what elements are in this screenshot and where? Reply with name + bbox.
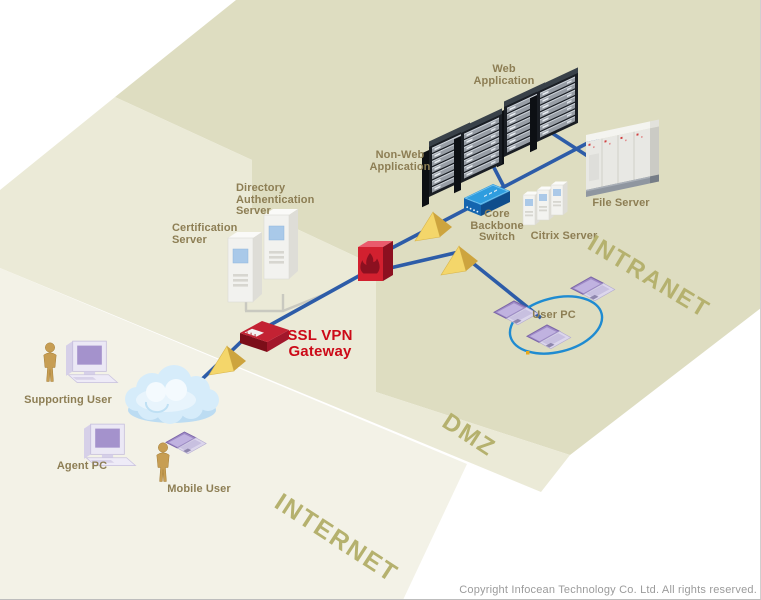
ssl-vpn-gateway-icon xyxy=(240,321,289,352)
firewall-icon xyxy=(358,241,393,281)
directory-auth-server-label: Directory Authentication Server xyxy=(236,182,315,217)
web-application-label: Web Application xyxy=(473,63,535,87)
supporting-user-label: Supporting User xyxy=(24,394,112,406)
citrix-server-label: Citrix Server xyxy=(530,230,598,242)
agent-pc-label: Agent PC xyxy=(56,460,108,472)
file-server-label: File Server xyxy=(592,197,650,209)
internet-cloud-icon xyxy=(125,365,219,424)
ssl-vpn-gateway-label: SSL VPN Gateway xyxy=(287,327,353,360)
directory-auth-server-icon xyxy=(263,208,299,280)
mobile-user-label: Mobile User xyxy=(167,483,231,495)
file-server-icon xyxy=(586,119,659,197)
core-backbone-switch-label: Core Backbone Switch xyxy=(470,208,524,243)
core-backbone-switch-icon xyxy=(464,184,510,216)
copyright-text: Copyright Infocean Technology Co. Ltd. A… xyxy=(459,584,757,596)
zone-dmz-bg xyxy=(0,97,570,492)
zone-internet-bg xyxy=(0,268,467,599)
user-pc-label: User PC xyxy=(532,309,576,321)
line-switch-backbone xyxy=(497,134,602,192)
non-web-application-label: Non-Web Application xyxy=(369,149,431,173)
user-pc-ring xyxy=(508,295,604,355)
certification-server-label: Certification Server xyxy=(172,222,238,246)
